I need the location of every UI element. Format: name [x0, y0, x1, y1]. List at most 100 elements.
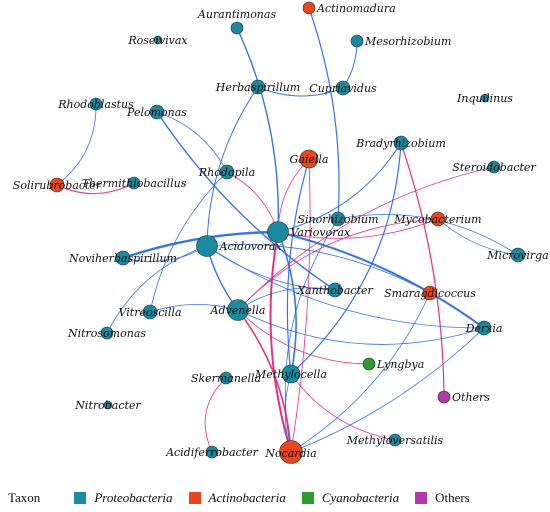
node-microvirga	[510, 247, 526, 263]
legend-swatch-cyanobacteria	[301, 492, 314, 504]
node-mycobacterium	[430, 211, 446, 227]
node-label-sinorhizobium: Sinorhizobium	[297, 213, 378, 226]
node-noviherbaspirillum	[115, 250, 131, 266]
legend-swatch-actinobacteria	[188, 492, 201, 504]
edge-pelomonas-xanthobacter	[156, 111, 336, 291]
node-nitrosomonas	[100, 326, 114, 340]
node-label-gaiella: Gaiella	[290, 153, 329, 166]
node-lyngbya	[362, 357, 376, 371]
edge-skermanella-acidiferrobacter	[204, 377, 227, 453]
node-rhodoblastus	[89, 97, 103, 111]
legend-swatch-others	[415, 492, 428, 504]
edge-solirubrobacter-thermithiobacillus	[56, 182, 135, 195]
edge-rhodopila-vitreoscilla	[149, 171, 228, 313]
legend: Taxon Proteobacteria Actinobacteria Cyan…	[8, 488, 486, 508]
edge-bradyrhizobium-variovorax	[277, 142, 402, 233]
node-label-acidovorax: Acidovorax	[219, 240, 283, 253]
node-label-actinomadura: Actinomadura	[316, 2, 396, 15]
node-label-mycobacterium: Mycobacterium	[393, 213, 481, 226]
node-label-pelomonas: Pelomonas	[126, 106, 187, 119]
node-label-nitrobacter: Nitrobacter	[74, 399, 141, 412]
node-label-vitreoscilla: Vitreoscilla	[119, 306, 182, 319]
legend-item-cyanobacteria: Cyanobacteria	[301, 490, 400, 506]
node-methyloversatilis	[388, 433, 402, 447]
legend-swatch-proteobacteria	[74, 492, 87, 504]
node-label-methyloversatilis: Methyloversatilis	[346, 434, 444, 447]
edge-smaragdicoccus-nocardia	[290, 292, 431, 453]
edge-mycobacterium-microvirga	[437, 218, 519, 256]
node-label-variovorax: Variovorax	[291, 226, 352, 239]
node-actinomadura	[302, 1, 316, 15]
edge-variovorax-mycobacterium	[277, 218, 439, 239]
edge-advenella-xanthobacter	[237, 287, 336, 311]
node-label-solirubrobacter: Solirubrobacter	[13, 179, 102, 192]
node-label-skermanella: Skermanella	[191, 372, 261, 385]
node-aurantimonas	[230, 21, 244, 35]
node-label-rhodopila: Rhodopila	[198, 166, 255, 179]
legend-item-actinobacteria: Actinobacteria	[188, 490, 286, 506]
edge-steroidobacter-advenella	[237, 166, 495, 311]
node-label-acidiferrobacter: Acidiferrobacter	[165, 446, 259, 459]
edge-advenella-nocardia	[237, 309, 292, 453]
node-label-derxia: Derxia	[465, 322, 503, 335]
node-label-xanthobacter: Xanthobacter	[296, 284, 373, 297]
node-nocardia	[279, 440, 303, 464]
edge-gaiella-methylocella	[286, 158, 310, 375]
edge-acidovorax-smaragdicoccus	[206, 244, 431, 294]
edge-variovorax-derxia	[277, 231, 485, 329]
node-rhodopila	[219, 164, 235, 180]
edge-gaiella-nocardia	[290, 158, 311, 453]
legend-label-actinobacteria: Actinobacteria	[208, 490, 286, 505]
node-label-rhodoblastus: Rhodoblastus	[57, 98, 134, 111]
node-label-nocardia: Nocardia	[264, 447, 316, 460]
edge-variovorax-methylocella	[277, 231, 297, 375]
node-steroidobacter	[487, 160, 501, 174]
edge-cupriavidus-mesorhizobium	[342, 40, 358, 89]
node-bradyrhizobium	[393, 135, 409, 151]
edge-pelomonas-rhodopila	[156, 111, 228, 173]
node-skermanella	[219, 371, 233, 385]
node-solirubrobacter	[49, 177, 65, 193]
node-label-roseivivax: Roseivivax	[127, 34, 188, 47]
node-advenella	[227, 299, 249, 321]
legend-label-proteobacteria: Proteobacteria	[94, 490, 173, 505]
node-acidiferrobacter	[205, 445, 219, 459]
node-mesorhizobium	[350, 34, 364, 48]
node-derxia	[476, 320, 492, 336]
node-nitrobacter	[103, 400, 113, 410]
edge-rhodoblastus-solirubrobacter	[56, 103, 97, 186]
legend-item-proteobacteria: Proteobacteria	[74, 490, 173, 506]
node-label-microvirga: Microvirga	[486, 249, 548, 262]
edge-mycobacterium-advenella	[237, 218, 439, 311]
node-smaragdicoccus	[422, 285, 438, 301]
node-label-advenella: Advenella	[210, 304, 266, 317]
node-gaiella	[299, 149, 319, 169]
edge-actinomadura-sinorhizobium	[308, 7, 340, 220]
legend-label-cyanobacteria: Cyanobacteria	[321, 490, 400, 505]
edge-herbaspirillum-cupriavidus	[257, 86, 344, 97]
legend-item-others: Others	[415, 490, 470, 506]
node-inquilinus	[480, 93, 490, 103]
node-label-herbaspirillum: Herbaspirillum	[215, 81, 301, 94]
node-cupriavidus	[335, 80, 351, 96]
node-others	[437, 390, 451, 404]
edge-advenella-derxia	[237, 309, 485, 345]
node-label-methylocella: Methylocella	[254, 368, 327, 381]
node-label-steroidobacter: Steroidobacter	[452, 161, 536, 174]
node-methylocella	[281, 364, 301, 384]
edge-methylocella-methyloversatilis	[290, 373, 396, 441]
edge-variovorax-nocardia	[269, 231, 292, 453]
node-label-mesorhizobium: Mesorhizobium	[364, 35, 451, 48]
node-herbaspirillum	[250, 79, 266, 95]
node-label-noviherbaspirillum: Noviherbaspirillum	[68, 252, 177, 265]
edge-aurantimonas-variovorax	[236, 27, 280, 233]
node-label-others: Others	[452, 391, 490, 404]
node-label-nitrosomonas: Nitrosomonas	[67, 327, 146, 340]
node-label-bradyrhizobium: Bradyrhizobium	[355, 137, 446, 150]
node-label-thermithiobacillus: Thermithiobacillus	[82, 177, 187, 190]
edge-nocardia-derxia	[290, 327, 485, 453]
node-label-aurantimonas: Aurantimonas	[197, 8, 277, 21]
node-pelomonas	[149, 104, 165, 120]
